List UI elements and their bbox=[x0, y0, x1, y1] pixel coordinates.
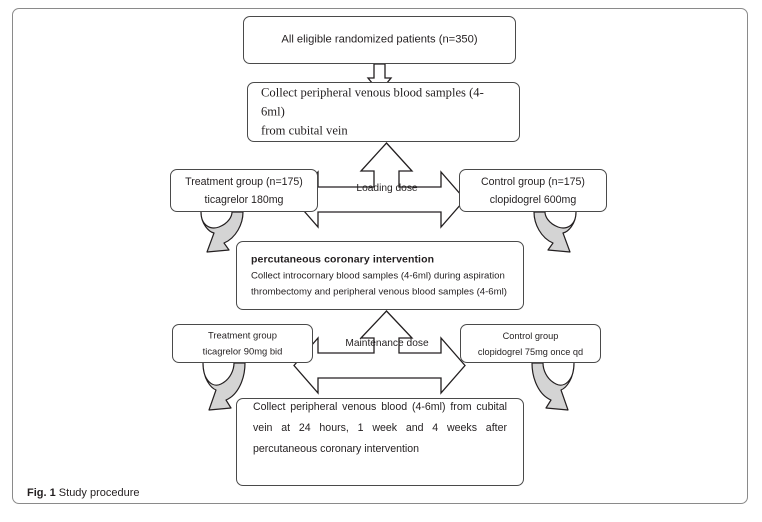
curve-arrow-treatment-bot-to-collect bbox=[202, 362, 246, 411]
arrow-label-maintenance-dose: Maintenance dose bbox=[345, 338, 429, 349]
node-text: vein at 24 hours, 1 week and 4 weeks aft… bbox=[253, 421, 507, 434]
node-text: Collect peripheral venous blood samples … bbox=[261, 85, 484, 119]
node-text: Collect introcornary blood samples (4-6m… bbox=[251, 270, 505, 282]
node-text: clopidogrel 600mg bbox=[489, 193, 577, 206]
curve-arrow-control-bot-to-collect bbox=[531, 362, 575, 411]
tri-arrow-loading-dose bbox=[293, 142, 466, 229]
figure-caption-text: Study procedure bbox=[58, 487, 140, 499]
node-collect-baseline-blood: Collect peripheral venous blood samples … bbox=[247, 82, 520, 142]
node-heading: percutaneous coronary intervention bbox=[251, 252, 435, 265]
node-treatment-group-maintenance: Treatment group ticagrelor 90mg bid bbox=[172, 324, 313, 363]
figure-caption: Fig. 1 Study procedure bbox=[27, 487, 140, 499]
node-text: from cubital vein bbox=[261, 123, 348, 138]
arrow-label-loading-dose: Loading dose bbox=[356, 183, 418, 194]
node-text: percutaneous coronary intervention bbox=[253, 442, 420, 455]
node-text: Control group bbox=[502, 330, 559, 341]
curve-arrow-treatment-to-pci bbox=[200, 211, 244, 253]
node-percutaneous-coronary-intervention: percutaneous coronary intervention Colle… bbox=[236, 241, 524, 310]
node-text: thrombectomy and peripheral venous blood… bbox=[251, 286, 507, 298]
tri-arrow-maintenance-dose bbox=[293, 310, 466, 395]
node-text: clopidogrel 75mg once qd bbox=[477, 346, 584, 357]
node-text: Control group (n=175) bbox=[481, 175, 585, 188]
node-text: ticagrelor 90mg bid bbox=[202, 345, 283, 357]
node-text: Treatment group (n=175) bbox=[185, 175, 303, 188]
node-collect-followup-blood: Collect peripheral venous blood (4-6ml) … bbox=[236, 398, 524, 486]
node-control-group-maintenance: Control group clopidogrel 75mg once qd bbox=[460, 324, 601, 363]
node-all-eligible-patients: All eligible randomized patients (n=350) bbox=[243, 16, 516, 64]
node-text: Collect peripheral venous blood (4-6ml) … bbox=[253, 401, 507, 414]
node-text: ticagrelor 180mg bbox=[204, 193, 284, 206]
node-control-group-loading: Control group (n=175) clopidogrel 600mg bbox=[459, 169, 607, 212]
curve-arrow-control-to-pci bbox=[533, 211, 577, 253]
node-text: Treatment group bbox=[208, 329, 277, 341]
node-text: All eligible randomized patients (n=350) bbox=[281, 33, 478, 46]
figure-caption-prefix: Fig. 1 bbox=[27, 487, 56, 499]
node-treatment-group-loading: Treatment group (n=175) ticagrelor 180mg bbox=[170, 169, 318, 212]
